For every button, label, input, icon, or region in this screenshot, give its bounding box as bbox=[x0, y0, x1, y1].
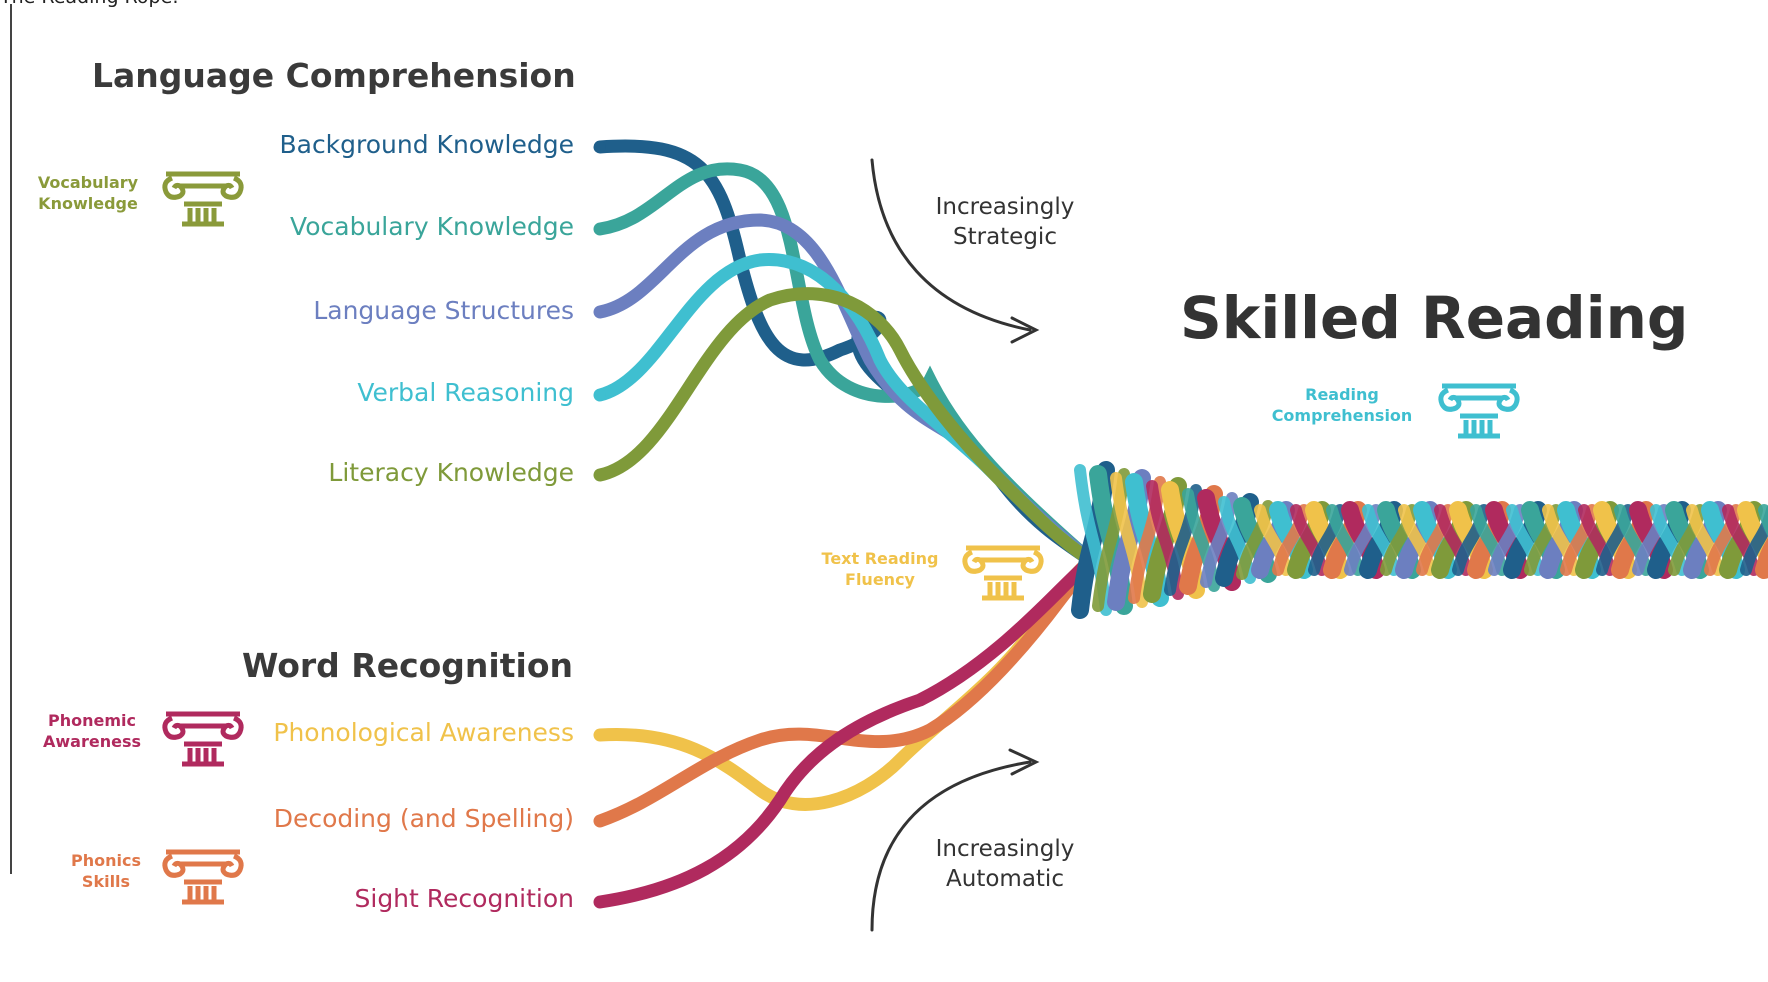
strand-label-vocabulary-knowledge: Vocabulary Knowledge bbox=[290, 212, 574, 241]
pillar-label-vocabulary-knowledge: Vocabulary Knowledge bbox=[28, 172, 148, 214]
pillar-label-reading-comprehension: Reading Comprehension bbox=[1262, 384, 1422, 426]
strand-label-language-structures: Language Structures bbox=[313, 296, 574, 325]
column-icon bbox=[962, 545, 1044, 601]
pillar-label-phonemic-awareness: Phonemic Awareness bbox=[32, 710, 152, 752]
strand-start-dot bbox=[594, 306, 606, 318]
pillar-label-line2: Comprehension bbox=[1271, 406, 1413, 425]
strand-label-phonological-awareness: Phonological Awareness bbox=[273, 718, 574, 747]
pillar-label-line1: Text Reading bbox=[821, 549, 939, 568]
strand-label-decoding: Decoding (and Spelling) bbox=[273, 804, 574, 833]
pillar-label-line1: Reading bbox=[1305, 385, 1379, 404]
arrow-strategic-head bbox=[1010, 316, 1040, 344]
strand-label-sight-recognition: Sight Recognition bbox=[354, 884, 575, 913]
strand-label-background-knowledge: Background Knowledge bbox=[279, 130, 574, 159]
pillar-label-phonics-skills: Phonics Skills bbox=[46, 850, 166, 892]
word-recognition-heading: Word Recognition bbox=[242, 646, 573, 685]
strand-label-literacy-knowledge: Literacy Knowledge bbox=[328, 458, 574, 487]
pillar-label-line1: Vocabulary bbox=[37, 173, 139, 192]
arrow-label-strategic: Increasingly Strategic bbox=[910, 192, 1100, 252]
pillar-label-line1: Phonics bbox=[71, 851, 141, 870]
strand-start-dot bbox=[594, 896, 606, 908]
skilled-reading-title: Skilled Reading bbox=[1180, 284, 1689, 352]
arrow-automatic bbox=[870, 760, 1032, 932]
arrow-label-line2: Automatic bbox=[946, 866, 1064, 892]
strand-line-lc-5 bbox=[593, 287, 1097, 567]
pillar-label-line1: Phonemic bbox=[48, 711, 136, 730]
rope-braid-segment bbox=[1740, 505, 1768, 576]
top-clipped-caption: The Reading Rope: bbox=[0, 0, 179, 8]
arrow-automatic-head bbox=[1008, 748, 1040, 776]
strand-start-dot bbox=[594, 141, 606, 153]
strand-label-verbal-reasoning: Verbal Reasoning bbox=[357, 378, 574, 407]
left-border-rule bbox=[10, 4, 12, 874]
strand-start-dot bbox=[594, 469, 606, 481]
arrow-strategic bbox=[870, 158, 1032, 332]
arrow-label-automatic: Increasingly Automatic bbox=[910, 834, 1100, 894]
language-comprehension-heading: Language Comprehension bbox=[92, 56, 576, 95]
rope-braid-segment bbox=[1758, 504, 1768, 537]
pillar-label-line2: Knowledge bbox=[38, 194, 138, 213]
pillar-label-line2: Awareness bbox=[43, 732, 141, 751]
arrow-label-line2: Strategic bbox=[953, 224, 1057, 250]
rope-braid-segment bbox=[1755, 537, 1768, 579]
arrow-label-line1: Increasingly bbox=[935, 836, 1075, 862]
column-icon bbox=[162, 849, 244, 905]
strand-start-dot bbox=[594, 389, 606, 401]
column-icon bbox=[162, 711, 244, 767]
column-icon bbox=[1438, 383, 1520, 439]
strand-start-dot bbox=[594, 815, 606, 827]
strand-start-dot bbox=[594, 223, 606, 235]
strand-start-dot bbox=[594, 729, 606, 741]
pillar-label-line2: Fluency bbox=[845, 570, 915, 589]
strand-line-wr-2 bbox=[593, 553, 1097, 828]
strand-line-wr-3 bbox=[593, 553, 1097, 909]
column-icon bbox=[162, 171, 244, 227]
pillar-label-line2: Skills bbox=[81, 872, 131, 891]
pillar-label-text-reading-fluency: Text Reading Fluency bbox=[810, 548, 950, 590]
arrow-label-line1: Increasingly bbox=[935, 194, 1075, 220]
